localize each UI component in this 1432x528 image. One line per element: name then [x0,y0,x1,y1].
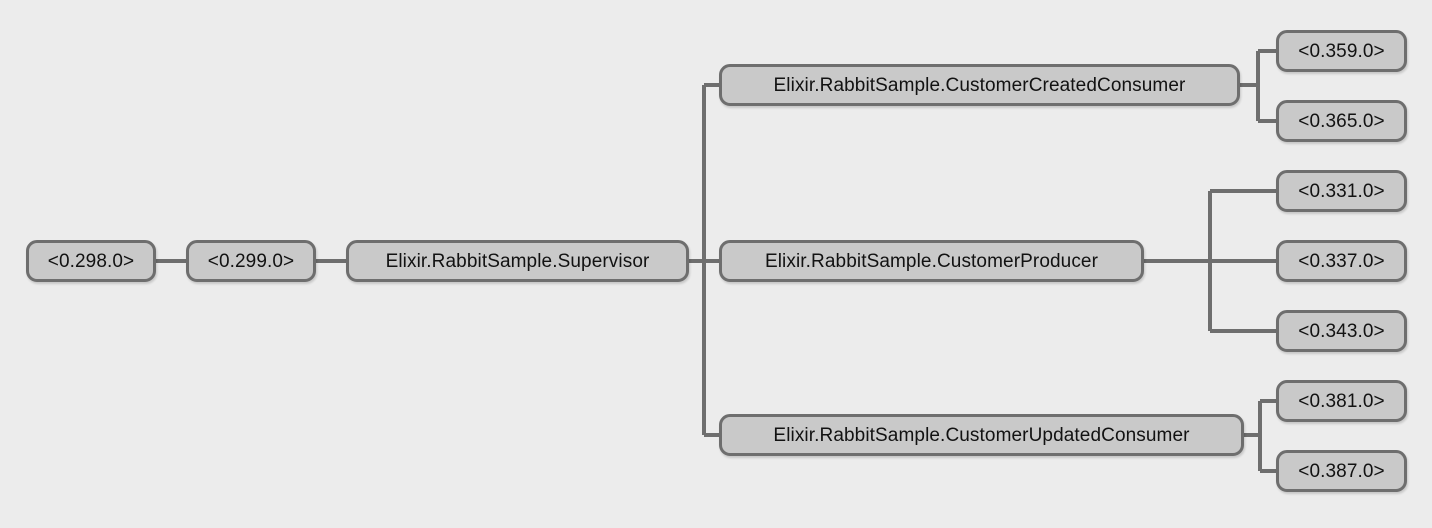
tree-node-pid[interactable]: <0.359.0> [1276,30,1407,72]
tree-node-pid[interactable]: <0.343.0> [1276,310,1407,352]
tree-node-pid[interactable]: <0.381.0> [1276,380,1407,422]
tree-node-label: <0.365.0> [1298,110,1385,132]
tree-node-label: Elixir.RabbitSample.CustomerProducer [764,250,1099,272]
tree-node-pid[interactable]: <0.387.0> [1276,450,1407,492]
tree-node-pid[interactable]: <0.365.0> [1276,100,1407,142]
tree-node-label: <0.387.0> [1298,460,1385,482]
tree-node-module[interactable]: Elixir.RabbitSample.CustomerCreatedConsu… [719,64,1240,106]
tree-node-pid[interactable]: <0.299.0> [186,240,316,282]
tree-node-module[interactable]: Elixir.RabbitSample.CustomerUpdatedConsu… [719,414,1244,456]
tree-node-label: Elixir.RabbitSample.Supervisor [385,250,650,272]
tree-node-label: <0.359.0> [1298,40,1385,62]
tree-node-label: <0.343.0> [1298,320,1385,342]
tree-node-label: <0.331.0> [1298,180,1385,202]
tree-node-label: <0.299.0> [207,250,295,272]
tree-node-pid[interactable]: <0.298.0> [26,240,156,282]
tree-node-module[interactable]: Elixir.RabbitSample.Supervisor [346,240,689,282]
tree-node-label: <0.381.0> [1298,390,1385,412]
tree-node-pid[interactable]: <0.337.0> [1276,240,1407,282]
tree-node-label: Elixir.RabbitSample.CustomerCreatedConsu… [773,74,1186,96]
tree-node-label: <0.298.0> [47,250,135,272]
tree-node-label: <0.337.0> [1298,250,1385,272]
tree-node-label: Elixir.RabbitSample.CustomerUpdatedConsu… [773,424,1190,446]
tree-node-pid[interactable]: <0.331.0> [1276,170,1407,212]
tree-node-module[interactable]: Elixir.RabbitSample.CustomerProducer [719,240,1144,282]
